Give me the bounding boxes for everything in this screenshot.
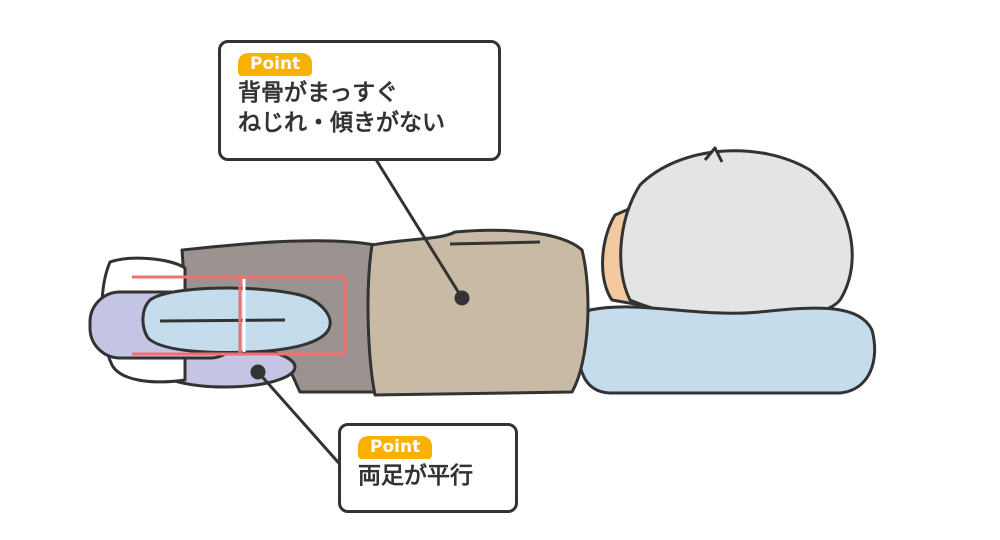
point-badge: Point [358, 436, 433, 459]
spine-point-marker [454, 290, 470, 306]
feet-point-marker [250, 364, 266, 380]
callout-spine: Point 背骨がまっすぐ ねじれ・傾きがない [218, 40, 501, 161]
callout-text-line: 両足が平行 [358, 463, 473, 489]
callout-feet: Point 両足が平行 [338, 423, 518, 513]
hair-head [619, 149, 854, 323]
callout-text-line: ねじれ・傾きがない [238, 110, 445, 136]
callout-text-line: 背骨がまっすぐ [238, 80, 399, 106]
parallel-guide-lines [132, 275, 347, 356]
shirt [366, 228, 590, 397]
point-badge: Point [238, 53, 313, 76]
pillow [577, 305, 877, 395]
